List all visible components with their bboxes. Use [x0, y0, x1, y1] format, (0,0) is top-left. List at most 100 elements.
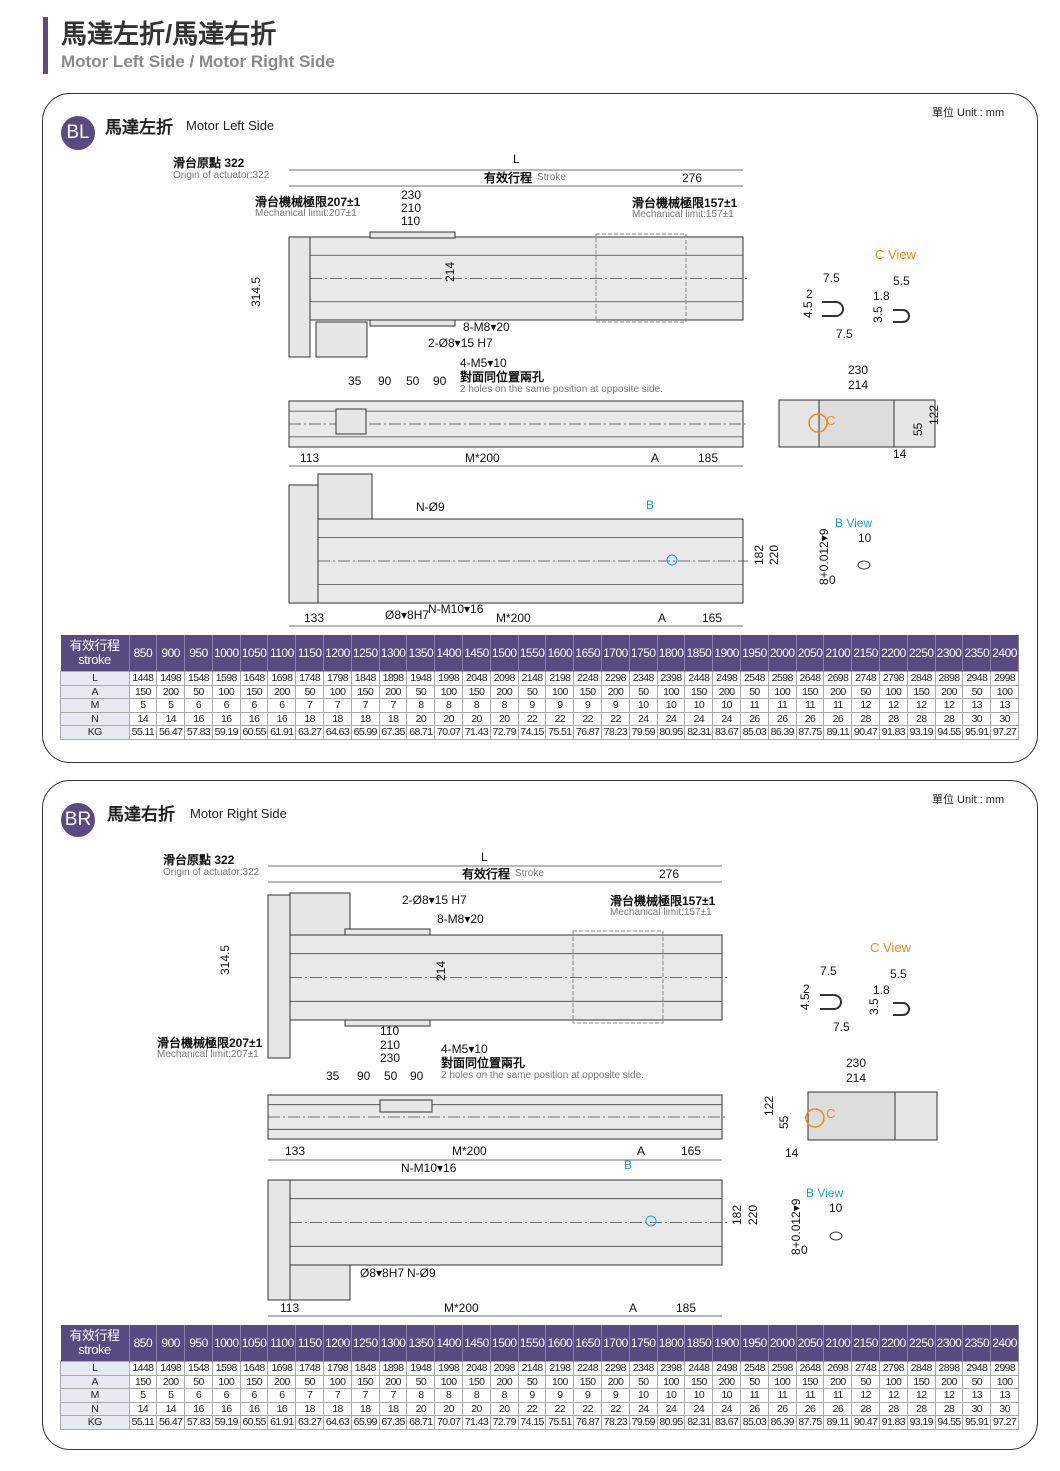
header-stroke-value: 2050 [796, 635, 825, 672]
table-cell: 7 [350, 1388, 380, 1403]
table-cell: 200 [823, 684, 853, 699]
dimension-label-d110: 110 [380, 1024, 400, 1038]
dimension-label-m8: 8-M8▾20 [437, 912, 484, 926]
table-cell: 82.31 [684, 1415, 714, 1430]
dimension-label-c18: 1.8 [873, 289, 890, 303]
header-stroke-value: 2250 [907, 635, 936, 672]
table-cell: 9 [545, 698, 575, 713]
table-cell: 28 [879, 711, 908, 726]
dimension-label-b133: 113 [280, 1301, 300, 1315]
slider-end-position [595, 233, 687, 323]
header-stroke-value: 2300 [935, 635, 964, 672]
dimension-label-c75a: 7.5 [823, 271, 840, 285]
table-cell: 5 [156, 698, 186, 713]
c-view-slot-profile-small [893, 309, 910, 323]
table-cell: 2398 [656, 671, 686, 686]
header-stroke-value: 1450 [462, 635, 491, 672]
table-cell: 2448 [684, 1361, 714, 1376]
table-cell: 24 [684, 1401, 714, 1416]
table-cell: 2898 [934, 1361, 964, 1376]
table-cell: 2448 [684, 671, 714, 686]
dimension-label-b10: 10 [858, 531, 872, 545]
table-cell: 97.27 [990, 725, 1019, 740]
table-cell: 85.03 [740, 1415, 769, 1430]
table-cell: 2698 [823, 671, 853, 686]
table-cell: 28 [879, 1401, 908, 1416]
dimension-label-d314: 314.5 [249, 276, 263, 307]
table-cell: 50 [740, 684, 769, 699]
section-title: 馬達左折 [105, 118, 173, 137]
table-cell: 16 [239, 1401, 269, 1416]
table-cell: 20 [462, 1401, 491, 1416]
header-stroke-value: 1000 [212, 635, 241, 672]
dimension-label-bM200: M*200 [444, 1301, 479, 1315]
dimension-label-eC: C [826, 1106, 836, 1121]
dimension-label-mech-left-zh: 滑台機械極限207±1 [157, 1036, 263, 1050]
table-cell: 2498 [712, 671, 742, 686]
dimension-label-t113: 133 [285, 1144, 306, 1158]
table-cell: 50 [962, 684, 992, 699]
table-cell: 14 [128, 711, 158, 726]
c-view-slot-profile-small [893, 1002, 910, 1016]
table-cell: 200 [267, 1374, 297, 1389]
header-stroke-value: 850 [129, 1325, 158, 1362]
section-panel-motor-right [42, 780, 1038, 1450]
table-cell: 9 [545, 1388, 575, 1403]
table-cell: 28 [906, 711, 936, 726]
table-cell: 72.79 [489, 725, 519, 740]
table-cell: 100 [990, 684, 1019, 699]
table-cell: 18 [295, 1401, 325, 1416]
dimension-label-b165: 165 [702, 611, 723, 625]
table-cell: 1848 [350, 1361, 380, 1376]
table-cell: 14 [156, 711, 186, 726]
table-cell: 7 [378, 1388, 408, 1403]
table-cell: 11 [767, 698, 797, 713]
table-cell: 70.07 [434, 725, 464, 740]
table-cell: 59.19 [211, 725, 241, 740]
table-cell: 8 [406, 1388, 436, 1403]
motor [289, 892, 351, 936]
dimension-label-h182: 182 [730, 1204, 744, 1225]
header-stroke-value: 2200 [879, 1325, 908, 1362]
table-cell: 2948 [962, 1361, 992, 1376]
table-cell: 150 [573, 684, 603, 699]
table-cell: 10 [656, 698, 686, 713]
table-cell: 74.15 [517, 725, 547, 740]
table-cell: 2748 [851, 1361, 881, 1376]
table-cell: 1548 [184, 671, 213, 686]
table-cell: 26 [823, 1401, 853, 1416]
table-cell: 11 [767, 1388, 797, 1403]
table-cell: 60.55 [239, 1415, 269, 1430]
header-stroke-value: 1050 [240, 1325, 269, 1362]
table-cell: 13 [962, 1388, 992, 1403]
dimension-label-c75b: 7.5 [836, 327, 853, 341]
table-cell: 18 [295, 711, 325, 726]
table-cell: 150 [795, 684, 825, 699]
table-cell: 20 [434, 1401, 464, 1416]
page-subtitle: Motor Left Side / Motor Right Side [61, 52, 335, 71]
table-cell: 1648 [239, 671, 269, 686]
table-cell: 200 [489, 1374, 519, 1389]
table-cell: 64.63 [323, 1415, 352, 1430]
dimension-label-s90a: 90 [378, 374, 392, 388]
table-cell: 10 [712, 1388, 742, 1403]
b-view-hole [645, 1215, 657, 1227]
table-cell: 2798 [879, 1361, 908, 1376]
table-cell: 7 [323, 1388, 352, 1403]
dimension-label-n9: N-M10▾16 [401, 1161, 457, 1175]
table-cell: 200 [934, 684, 964, 699]
dimension-label-c55: 5.5 [890, 967, 907, 981]
dimension-label-e55: 55 [911, 422, 925, 436]
table-cell: 100 [879, 684, 908, 699]
table-cell: 7 [350, 698, 380, 713]
table-cell: 18 [350, 711, 380, 726]
header-stroke-value: 1750 [629, 1325, 658, 1362]
dimension-label-d276: 276 [659, 867, 680, 881]
b-view-hole-detail [857, 560, 871, 570]
table-cell: 2998 [990, 671, 1019, 686]
